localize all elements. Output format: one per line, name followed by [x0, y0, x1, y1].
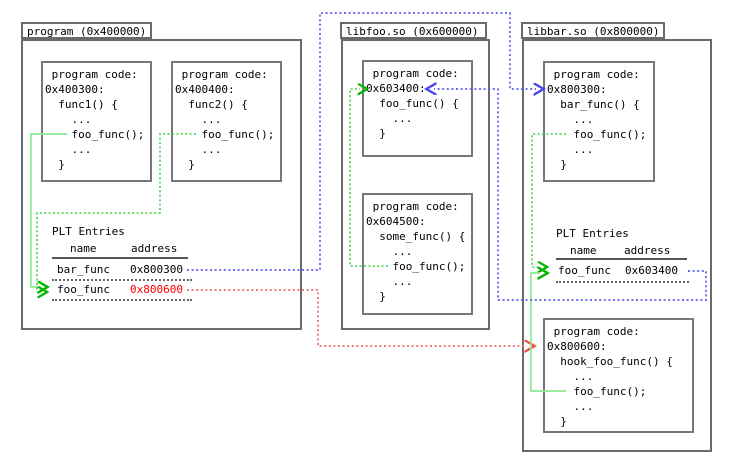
libfoo-some-func-code: program code: 0x604500: some_func() { ..…: [366, 200, 466, 303]
libfoo-foo-func-code: program code: 0x603400: foo_func() { ...…: [366, 67, 459, 140]
libbar-box: [522, 39, 712, 452]
libbar-plt-row-rule: [556, 281, 689, 283]
program-plt-col-name: name: [70, 242, 97, 255]
libbar-plt-row-name: foo_func: [558, 264, 611, 277]
libbar-bar-func-code-box: [543, 61, 655, 182]
program-func1-code: program code: 0x400300: func1() { ... fo…: [45, 68, 145, 171]
libbar-title: libbar.so (0x800000): [521, 22, 665, 39]
arrow-somefunc-to-foofunc: [349, 89, 388, 267]
arrow-barfunc-to-libbar-plt: [531, 133, 566, 267]
arrow-func1-to-program-plt: [30, 133, 67, 287]
arrow-plt-barfunc-to-libbar: [187, 12, 536, 271]
libbar-plt-col-name: name: [570, 244, 597, 257]
program-plt-row-name: foo_func: [57, 283, 110, 296]
arrow-libbar-plt-to-libfoo: [434, 89, 707, 301]
arrow-func2-to-program-plt: [36, 133, 196, 292]
libbar-plt-header-rule: [556, 258, 687, 260]
libbar-plt-title: PLT Entries: [556, 227, 629, 240]
libbar-plt-col-address: address: [624, 244, 671, 257]
program-plt-col-address: address: [131, 242, 178, 255]
arrow-plt-foofunc-to-hook: [187, 289, 527, 346]
program-plt-title: PLT Entries: [52, 225, 125, 238]
libfoo-foo-func-code-box: [362, 60, 473, 157]
arrow-hook-to-libbar-plt: [530, 273, 566, 392]
libbar-hook-foo-func-code: program code: 0x800600: hook_foo_func() …: [547, 325, 673, 428]
program-plt-row-address: 0x800300: [130, 263, 183, 276]
libbar-bar-func-code: program code: 0x800300: bar_func() { ...…: [547, 68, 647, 171]
program-plt-row-address-hooked: 0x800600: [130, 283, 183, 296]
libfoo-box: [341, 39, 490, 330]
program-plt-header-rule: [52, 257, 188, 259]
libbar-plt-row-address: 0x603400: [625, 264, 678, 277]
program-func1-code-box: [41, 61, 152, 182]
libbar-hook-foo-func-code-box: [543, 318, 694, 433]
program-box: [21, 39, 302, 330]
program-plt-row-name: bar_func: [57, 263, 110, 276]
program-plt-row-rule: [52, 279, 192, 281]
program-plt-row-rule: [52, 299, 192, 301]
libfoo-some-func-code-box: [362, 193, 473, 315]
program-func2-code: program code: 0x400400: func2() { ... fo…: [175, 68, 275, 171]
program-title: program (0x400000): [21, 22, 152, 39]
libfoo-title: libfoo.so (0x600000): [340, 22, 487, 39]
program-func2-code-box: [171, 61, 282, 182]
